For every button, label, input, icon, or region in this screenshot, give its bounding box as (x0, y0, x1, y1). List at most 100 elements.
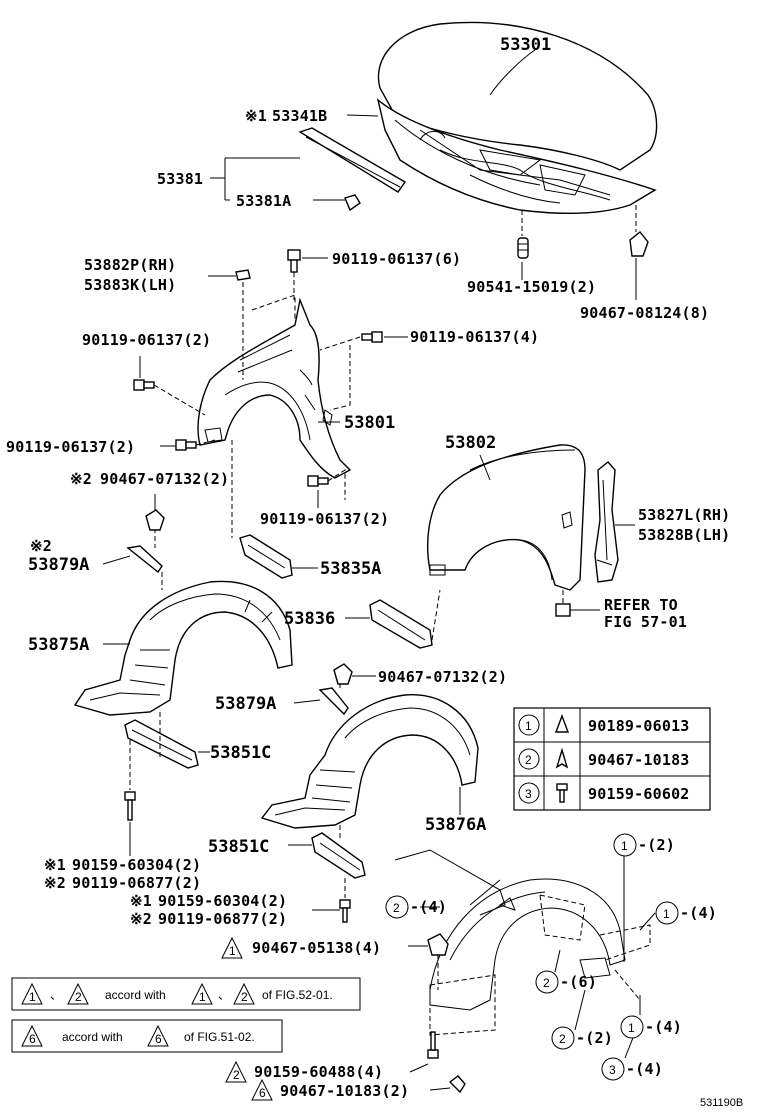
callout-1b-num: 1 (663, 907, 670, 921)
fender-nut-drawing (555, 603, 571, 617)
label-fender-bracket-b: 53836 (284, 609, 335, 629)
hood-weatherstrip-drawing (298, 127, 407, 212)
note2-text: accord with (62, 1030, 123, 1044)
liner-right-drawing (260, 694, 479, 829)
splash-right-drawing (311, 832, 366, 879)
hood-bumper-drawing (517, 237, 529, 259)
fender-liner-panel-drawing (197, 297, 352, 479)
note1-tri2: 2 (75, 990, 82, 1004)
note1-text: accord with (105, 988, 166, 1002)
label-fender-seal-lh: 53828B(LH) (638, 526, 730, 544)
callout-1a-qty: -(2) (638, 836, 675, 854)
splash-left-drawing (124, 719, 199, 769)
label-front-fender: 53802 (445, 433, 496, 453)
note2-tri2: 6 (155, 1032, 162, 1046)
note1-ref: of FIG.52-01. (262, 988, 333, 1002)
catalog-code: 531190B (700, 1097, 743, 1109)
bolt-right-upper-drawing (361, 331, 383, 343)
label-hood-clip: 90467-08124(8) (580, 304, 709, 322)
callout-1c-num: 1 (628, 1021, 635, 1035)
callout-3-num: 3 (609, 1063, 616, 1077)
label-bolt-left-lower: 90119-06137(2) (6, 438, 135, 456)
legend-num-3: 3 (525, 787, 532, 801)
label-hood-weatherstrip-clip: 53381A (236, 192, 291, 210)
clip-detail-drawing (427, 933, 449, 956)
tri6-num: 6 (259, 1086, 266, 1100)
label-screw-l2-mark: ※2 (44, 874, 66, 892)
legend-part-1: 90189-06013 (588, 717, 690, 735)
label-bolt-top: 90119-06137(6) (332, 250, 461, 268)
label-bracket-rh: 53882P(RH) (84, 256, 176, 274)
label-hood-seal: 53341B (272, 107, 327, 125)
screw-left-drawing (124, 791, 136, 821)
label-tri6-part: 90467-10183(2) (280, 1082, 409, 1100)
clip-a-drawing (145, 509, 165, 531)
legend-table (513, 707, 711, 811)
label-hood: 53301 (500, 35, 551, 55)
note1-sep2: 、 (218, 988, 230, 1002)
label-clip-mark-a: ※2 (70, 470, 92, 488)
label-screw-l2: 90119-06877(2) (72, 874, 201, 892)
callout-2a-num: 2 (393, 901, 400, 915)
callout-2b-num: 2 (543, 976, 550, 990)
label-tri2-part: 90159-60488(4) (254, 1063, 383, 1081)
note1-tri4: 2 (241, 990, 248, 1004)
note1-tri3: 1 (199, 990, 206, 1004)
label-screw-l1: 90159-60304(2) (72, 856, 201, 874)
label-hood-bumper: 90541-15019(2) (467, 278, 596, 296)
callout-1c-qty: -(4) (645, 1018, 682, 1036)
clip-b-drawing (333, 663, 353, 685)
callout-3-qty: -(4) (626, 1060, 663, 1078)
bolt-left-lower-drawing (175, 439, 197, 451)
label-bracket-lh: 53883K(LH) (84, 276, 176, 294)
label-seal-left: 53879A (28, 555, 89, 575)
label-screw-r2-mark: ※2 (130, 910, 152, 928)
callout-2b-qty: -(6) (560, 973, 597, 991)
label-seal-mark: ※2 (30, 537, 52, 555)
label-bolt-left-upper: 90119-06137(2) (82, 331, 211, 349)
label-hood-seal-mark: ※1 (245, 107, 267, 125)
bolt-top-drawing (287, 249, 301, 273)
fender-bracket-b-drawing (369, 599, 433, 649)
label-splash-left: 53851C (210, 743, 271, 763)
legend-part-3: 90159-60602 (588, 785, 690, 803)
hood-clip-drawing (629, 231, 649, 257)
label-screw-r2: 90119-06877(2) (158, 910, 287, 928)
fender-seal-drawing (594, 461, 619, 583)
label-fender-seal-rh: 53827L(RH) (638, 506, 730, 524)
label-liner-left: 53875A (28, 635, 89, 655)
legend-num-2: 2 (525, 753, 532, 767)
label-fender-bracket: 53835A (320, 559, 381, 579)
liner-left-drawing (73, 580, 293, 716)
note1-tri1: 1 (29, 990, 36, 1004)
callout-1a-num: 1 (621, 839, 628, 853)
label-clip-b: 90467-07132(2) (378, 668, 507, 686)
label-screw-l1-mark: ※1 (44, 856, 66, 874)
label-clip-a: 90467-07132(2) (100, 470, 229, 488)
label-liner-right: 53876A (425, 815, 486, 835)
hood-drawing (376, 21, 658, 214)
legend-num-1: 1 (525, 719, 532, 733)
label-splash-right: 53851C (208, 837, 269, 857)
label-hood-weatherstrip: 53381 (157, 170, 203, 188)
note1-sep1: 、 (50, 988, 62, 1002)
note2-ref: of FIG.51-02. (184, 1030, 255, 1044)
detail-drawing (394, 849, 651, 1036)
bolt-left-upper-drawing (133, 379, 155, 391)
label-screw-r1: 90159-60304(2) (158, 892, 287, 910)
label-seal-right: 53879A (215, 694, 276, 714)
label-bolt-right-upper: 90119-06137(4) (410, 328, 539, 346)
callout-2c-qty: -(2) (576, 1029, 613, 1047)
label-fender-liner-panel: 53801 (344, 413, 395, 433)
label-tri1-part: 90467-05138(4) (252, 939, 381, 957)
label-screw-r1-mark: ※1 (130, 892, 152, 910)
bolt-bottom-drawing (307, 475, 329, 487)
screw-detail-drawing (427, 1031, 439, 1059)
callout-2c-num: 2 (559, 1032, 566, 1046)
callout-2a-qty: -(4) (410, 898, 447, 916)
clip-detail-b-drawing (448, 1075, 466, 1094)
tri1-num: 1 (229, 944, 236, 958)
label-refer-line1: REFER TO (604, 596, 678, 614)
screw-right-drawing (339, 899, 351, 923)
